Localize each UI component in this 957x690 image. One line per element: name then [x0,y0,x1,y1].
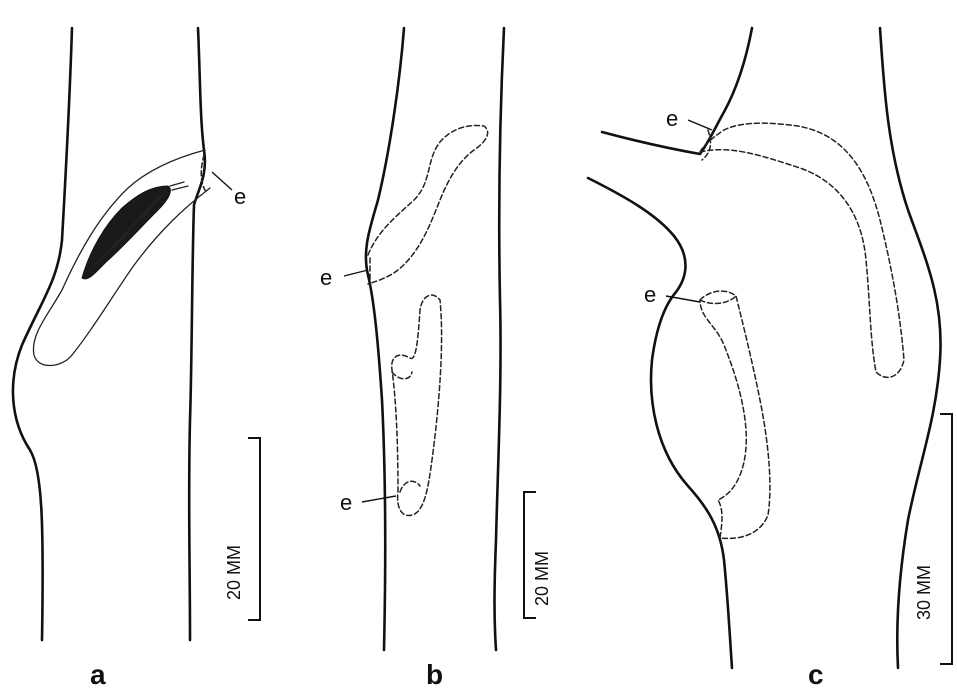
panel-b-gallery-upper [368,126,488,284]
panel-b-e-leader-lower [362,496,396,502]
panel-a-stem-right-outline [189,28,205,640]
panel-b-stem-left-outline [366,28,404,650]
panel-a-scale-bar [248,438,260,620]
panel-b: e e 20 MM b [320,28,552,690]
panel-b-stem-right-outline [495,28,505,650]
panel-a-e-leader [212,172,232,190]
panel-c-scale-label: 30 MM [914,565,934,620]
panel-c-e-label-upper: e [666,106,678,131]
panel-c-gallery-upper [700,123,904,377]
panel-c-branch-upper [602,28,752,154]
panel-a-e-label: e [234,184,246,209]
panel-b-label: b [426,659,443,690]
panel-a-label: a [90,659,106,690]
panel-a-stem-left-outline [13,28,72,640]
panel-c-e-leader-upper [688,120,712,130]
panel-b-e-leader-upper [344,270,368,276]
panel-c-e-label-lower: e [644,282,656,307]
panel-c-scale-bar [940,414,952,664]
panel-c-gallery-lower [700,291,770,538]
panel-a-scale-label: 20 MM [224,545,244,600]
panel-c-branch-lower-left [588,178,732,668]
panel-b-e-label-lower: e [340,490,352,515]
panel-b-e-label-upper: e [320,265,332,290]
panel-c-label: c [808,659,824,690]
panel-b-gallery-lower [392,295,442,515]
panel-a: e 20 MM a [13,28,260,690]
panel-c: e e 30 MM c [588,28,952,690]
panel-c-lower-entry [700,296,736,303]
panel-b-scale-label: 20 MM [532,551,552,606]
